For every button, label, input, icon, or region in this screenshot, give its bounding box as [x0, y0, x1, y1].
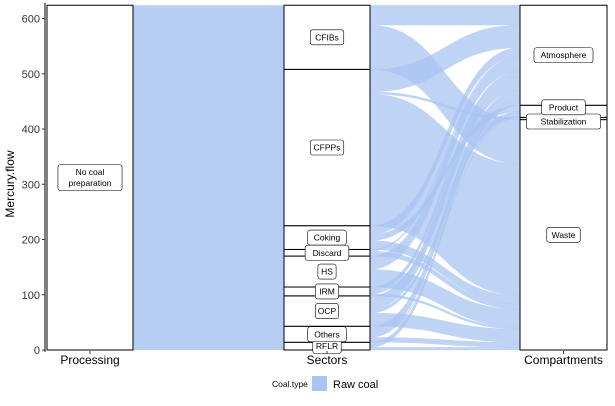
stratum-discard-label-text: Discard	[313, 248, 342, 258]
stratum-product-label-text: Product	[549, 102, 579, 112]
y-tick-label-300: 300	[22, 179, 40, 191]
x-tick-label-processing: Processing	[60, 353, 119, 367]
legend-title: Coal.type	[272, 379, 308, 389]
stratum-no-coal-preparation-label-text: No coal	[76, 167, 105, 177]
stratum-hs-label-box	[317, 263, 337, 280]
stratum-no-coal-preparation-label-box	[57, 164, 123, 191]
stratum-cfibs-label-text: CFIBs	[315, 32, 339, 42]
flow-processing-to-sectors	[133, 5, 284, 351]
stratum-cfibs-label: CFIBs	[309, 29, 345, 46]
stratum-stabilization-label-text: Stabilization	[541, 117, 587, 127]
stratum-others-label-text: Others	[314, 329, 340, 339]
stratum-others-label: Others	[307, 326, 347, 343]
stratum-waste-label-box	[546, 227, 581, 243]
flow-rflr-to-waste	[369, 346, 521, 351]
x-tick-label-compartments: Compartments	[524, 353, 603, 367]
stratum-ocp-label-text: OCP	[318, 306, 337, 316]
stratum-coking-label: Coking	[307, 229, 347, 246]
stratum-discard-label: Discard	[304, 244, 350, 261]
flow-cfibs-to-atmosphere	[369, 4, 521, 26]
stratum-waste-label: Waste	[546, 227, 581, 243]
stratum-atmosphere-label: Atmosphere	[533, 47, 594, 64]
stratum-cfibs-label-box	[309, 29, 345, 46]
stratum-atmosphere-label-text: Atmosphere	[541, 50, 587, 60]
legend-swatch-raw-coal	[312, 376, 327, 391]
y-tick-label-200: 200	[22, 235, 40, 247]
stratum-irm-label: IRM	[315, 283, 339, 300]
y-tick-label-0: 0	[34, 345, 40, 357]
legend-label-raw-coal: Raw coal	[333, 379, 378, 391]
stratum-ocp-label: OCP	[315, 303, 339, 319]
stratum-hs-label-text: HS	[321, 267, 333, 277]
stratum-cfpps-label-box	[309, 139, 345, 156]
stratum-irm-label-text: IRM	[319, 286, 335, 296]
y-tick-label-500: 500	[22, 69, 40, 81]
stratum-rflr-label-text: RFLR	[316, 341, 338, 351]
stratum-cfpps-label: CFPPs	[309, 139, 345, 156]
x-tick-label-sectors: Sectors	[307, 353, 348, 367]
stratum-coking-label-text: Coking	[314, 233, 341, 243]
stratum-others-label-box	[307, 326, 347, 343]
stratum-no-coal-preparation-label-text: preparation	[68, 178, 111, 188]
stratum-coking-label-box	[307, 229, 347, 246]
y-tick-label-600: 600	[22, 14, 40, 26]
stratum-stabilization-label: Stabilization	[526, 113, 601, 130]
stratum-cfpps-label-text: CFPPs	[314, 143, 341, 153]
stratum-product-label: Product	[541, 99, 586, 116]
stratum-waste-label-text: Waste	[552, 230, 576, 240]
stratum-atmosphere-label-box	[533, 47, 594, 64]
flows-layer	[133, 4, 521, 351]
stratum-product-label-box	[541, 99, 586, 116]
stratum-ocp-label-box	[315, 303, 339, 319]
y-tick-label-400: 400	[22, 124, 40, 136]
y-tick-label-100: 100	[22, 290, 40, 302]
y-axis-title: Mercury.flow	[3, 150, 17, 217]
stratum-irm-label-box	[315, 283, 339, 300]
stratum-hs-label: HS	[317, 263, 337, 280]
